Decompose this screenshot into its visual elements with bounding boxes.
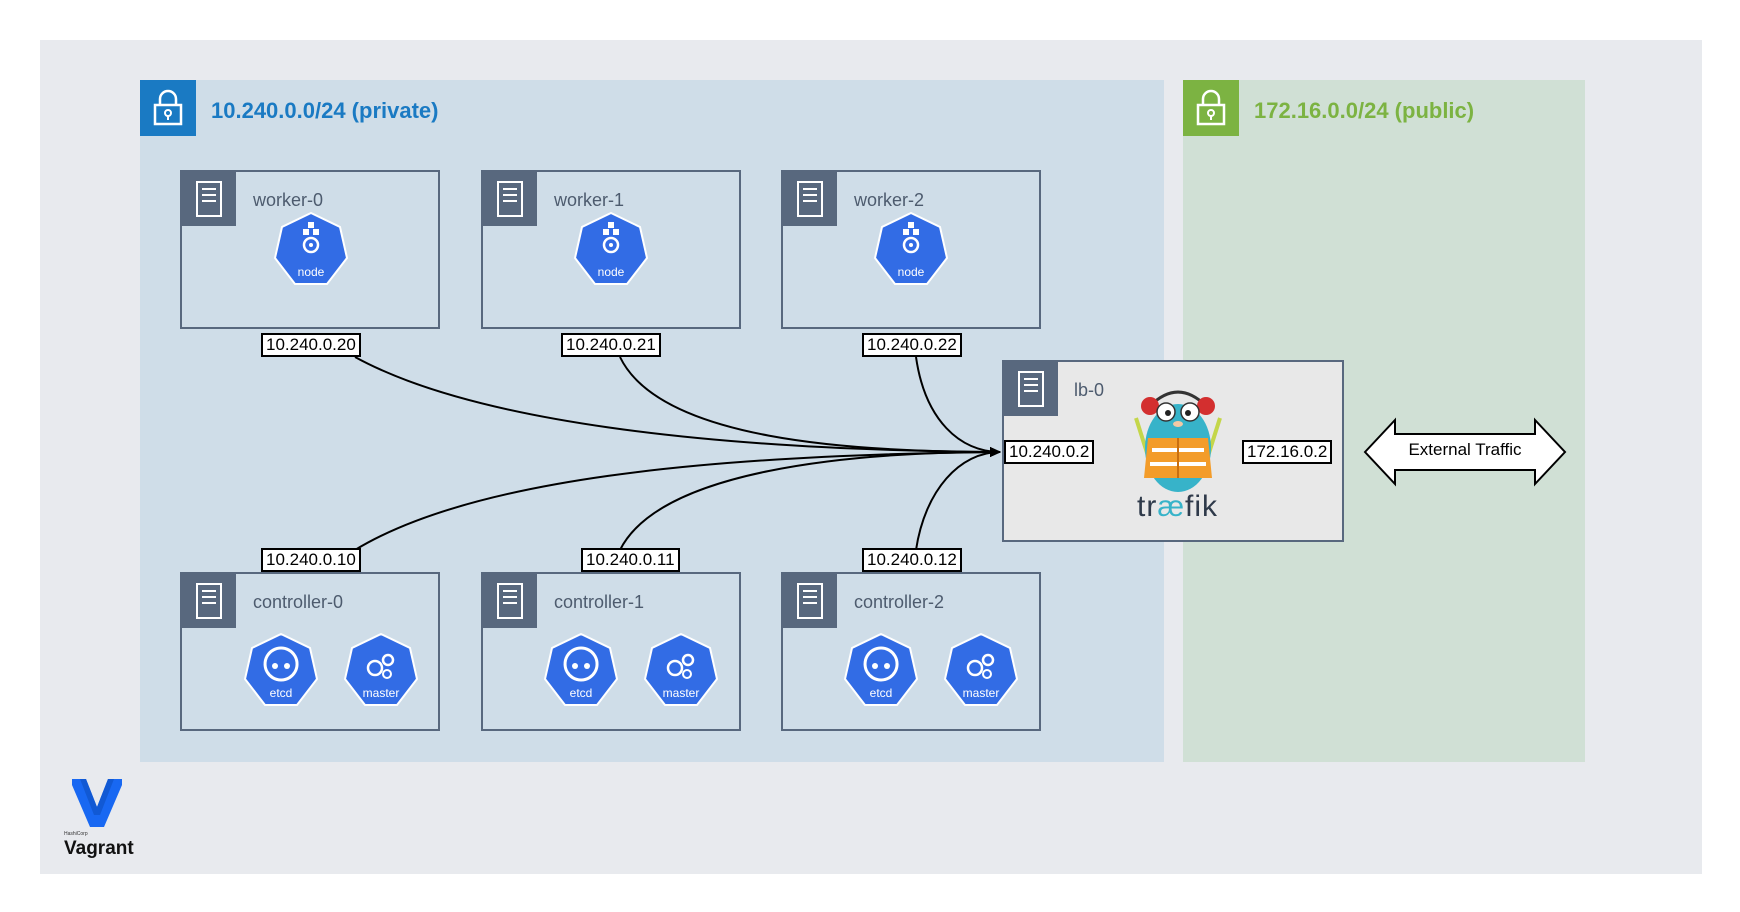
- kubernetes-master-icon: master: [342, 632, 420, 710]
- kubernetes-etcd-icon: etcd: [542, 632, 620, 710]
- role-label: node: [297, 265, 325, 279]
- role-label: etcd: [269, 686, 293, 700]
- server-icon: [783, 574, 837, 628]
- ip-label-lb-public: 172.16.0.2: [1242, 440, 1333, 464]
- host-name: controller-1: [554, 592, 645, 612]
- traefik-wordmark: træfik: [1137, 490, 1219, 523]
- host-name: worker-2: [854, 190, 925, 210]
- server-icon: [182, 172, 236, 226]
- link-controller-0: [354, 447, 1001, 551]
- host-name: worker-0: [253, 190, 324, 210]
- host-name: controller-0: [253, 592, 344, 612]
- lock-icon: [140, 80, 196, 136]
- server-icon: [783, 172, 837, 226]
- host-name: worker-1: [554, 190, 625, 210]
- server-icon: [483, 574, 537, 628]
- server-icon: [1004, 362, 1058, 416]
- host-worker-1: worker-1: [481, 170, 741, 329]
- host-controller-1: controller-1: [481, 572, 741, 731]
- external-traffic-label: External Traffic: [1408, 440, 1522, 459]
- role-label: master: [962, 686, 1000, 700]
- ip-label-worker-2: 10.240.0.22: [862, 333, 962, 357]
- link-controller-2: [915, 447, 1001, 551]
- ip-label-controller-2: 10.240.0.12: [862, 548, 962, 572]
- host-worker-2: worker-2: [781, 170, 1041, 329]
- ip-label-worker-0: 10.240.0.20: [261, 333, 361, 357]
- ip-label-controller-1: 10.240.0.11: [581, 548, 680, 572]
- kubernetes-master-icon: master: [642, 632, 720, 710]
- subnet-title: 172.16.0.0/24 (public): [1254, 98, 1475, 123]
- host-controller-2: controller-2: [781, 572, 1041, 731]
- kubernetes-etcd-icon: etcd: [242, 632, 320, 710]
- role-label: node: [897, 265, 925, 279]
- host-controller-0: controller-0: [180, 572, 440, 731]
- link-worker-0: [354, 356, 1001, 457]
- role-label: master: [662, 686, 700, 700]
- subnet-title: 10.240.0.0/24 (private): [211, 98, 439, 123]
- subnet-public: 172.16.0.0/24 (public): [1183, 80, 1585, 762]
- server-icon: [182, 574, 236, 628]
- kubernetes-etcd-icon: etcd: [842, 632, 920, 710]
- traefik-gopher-logo: [1134, 390, 1222, 492]
- link-worker-1: [619, 356, 1001, 457]
- role-label: etcd: [869, 686, 893, 700]
- host-name: lb-0: [1074, 380, 1105, 400]
- external-traffic-arrow: [1363, 417, 1567, 487]
- kubernetes-node-icon: node: [572, 211, 650, 289]
- vendor-label: HashiCorp: [64, 831, 88, 837]
- vagrant-wordmark: Vagrant: [64, 838, 134, 859]
- vagrant-logo: [72, 779, 122, 827]
- kubernetes-node-icon: node: [872, 211, 950, 289]
- link-controller-1: [619, 447, 1001, 551]
- ip-label-controller-0: 10.240.0.10: [261, 548, 361, 572]
- server-icon: [483, 172, 537, 226]
- role-label: master: [362, 686, 400, 700]
- ip-label-worker-1: 10.240.0.21: [561, 333, 661, 357]
- host-worker-0: worker-0: [180, 170, 440, 329]
- role-label: node: [597, 265, 625, 279]
- link-worker-2: [915, 356, 1001, 457]
- kubernetes-node-icon: node: [272, 211, 350, 289]
- role-label: etcd: [569, 686, 593, 700]
- kubernetes-master-icon: master: [942, 632, 1020, 710]
- lock-icon: [1183, 80, 1239, 136]
- host-name: controller-2: [854, 592, 945, 612]
- ip-label-lb-private: 10.240.0.2: [1004, 440, 1095, 464]
